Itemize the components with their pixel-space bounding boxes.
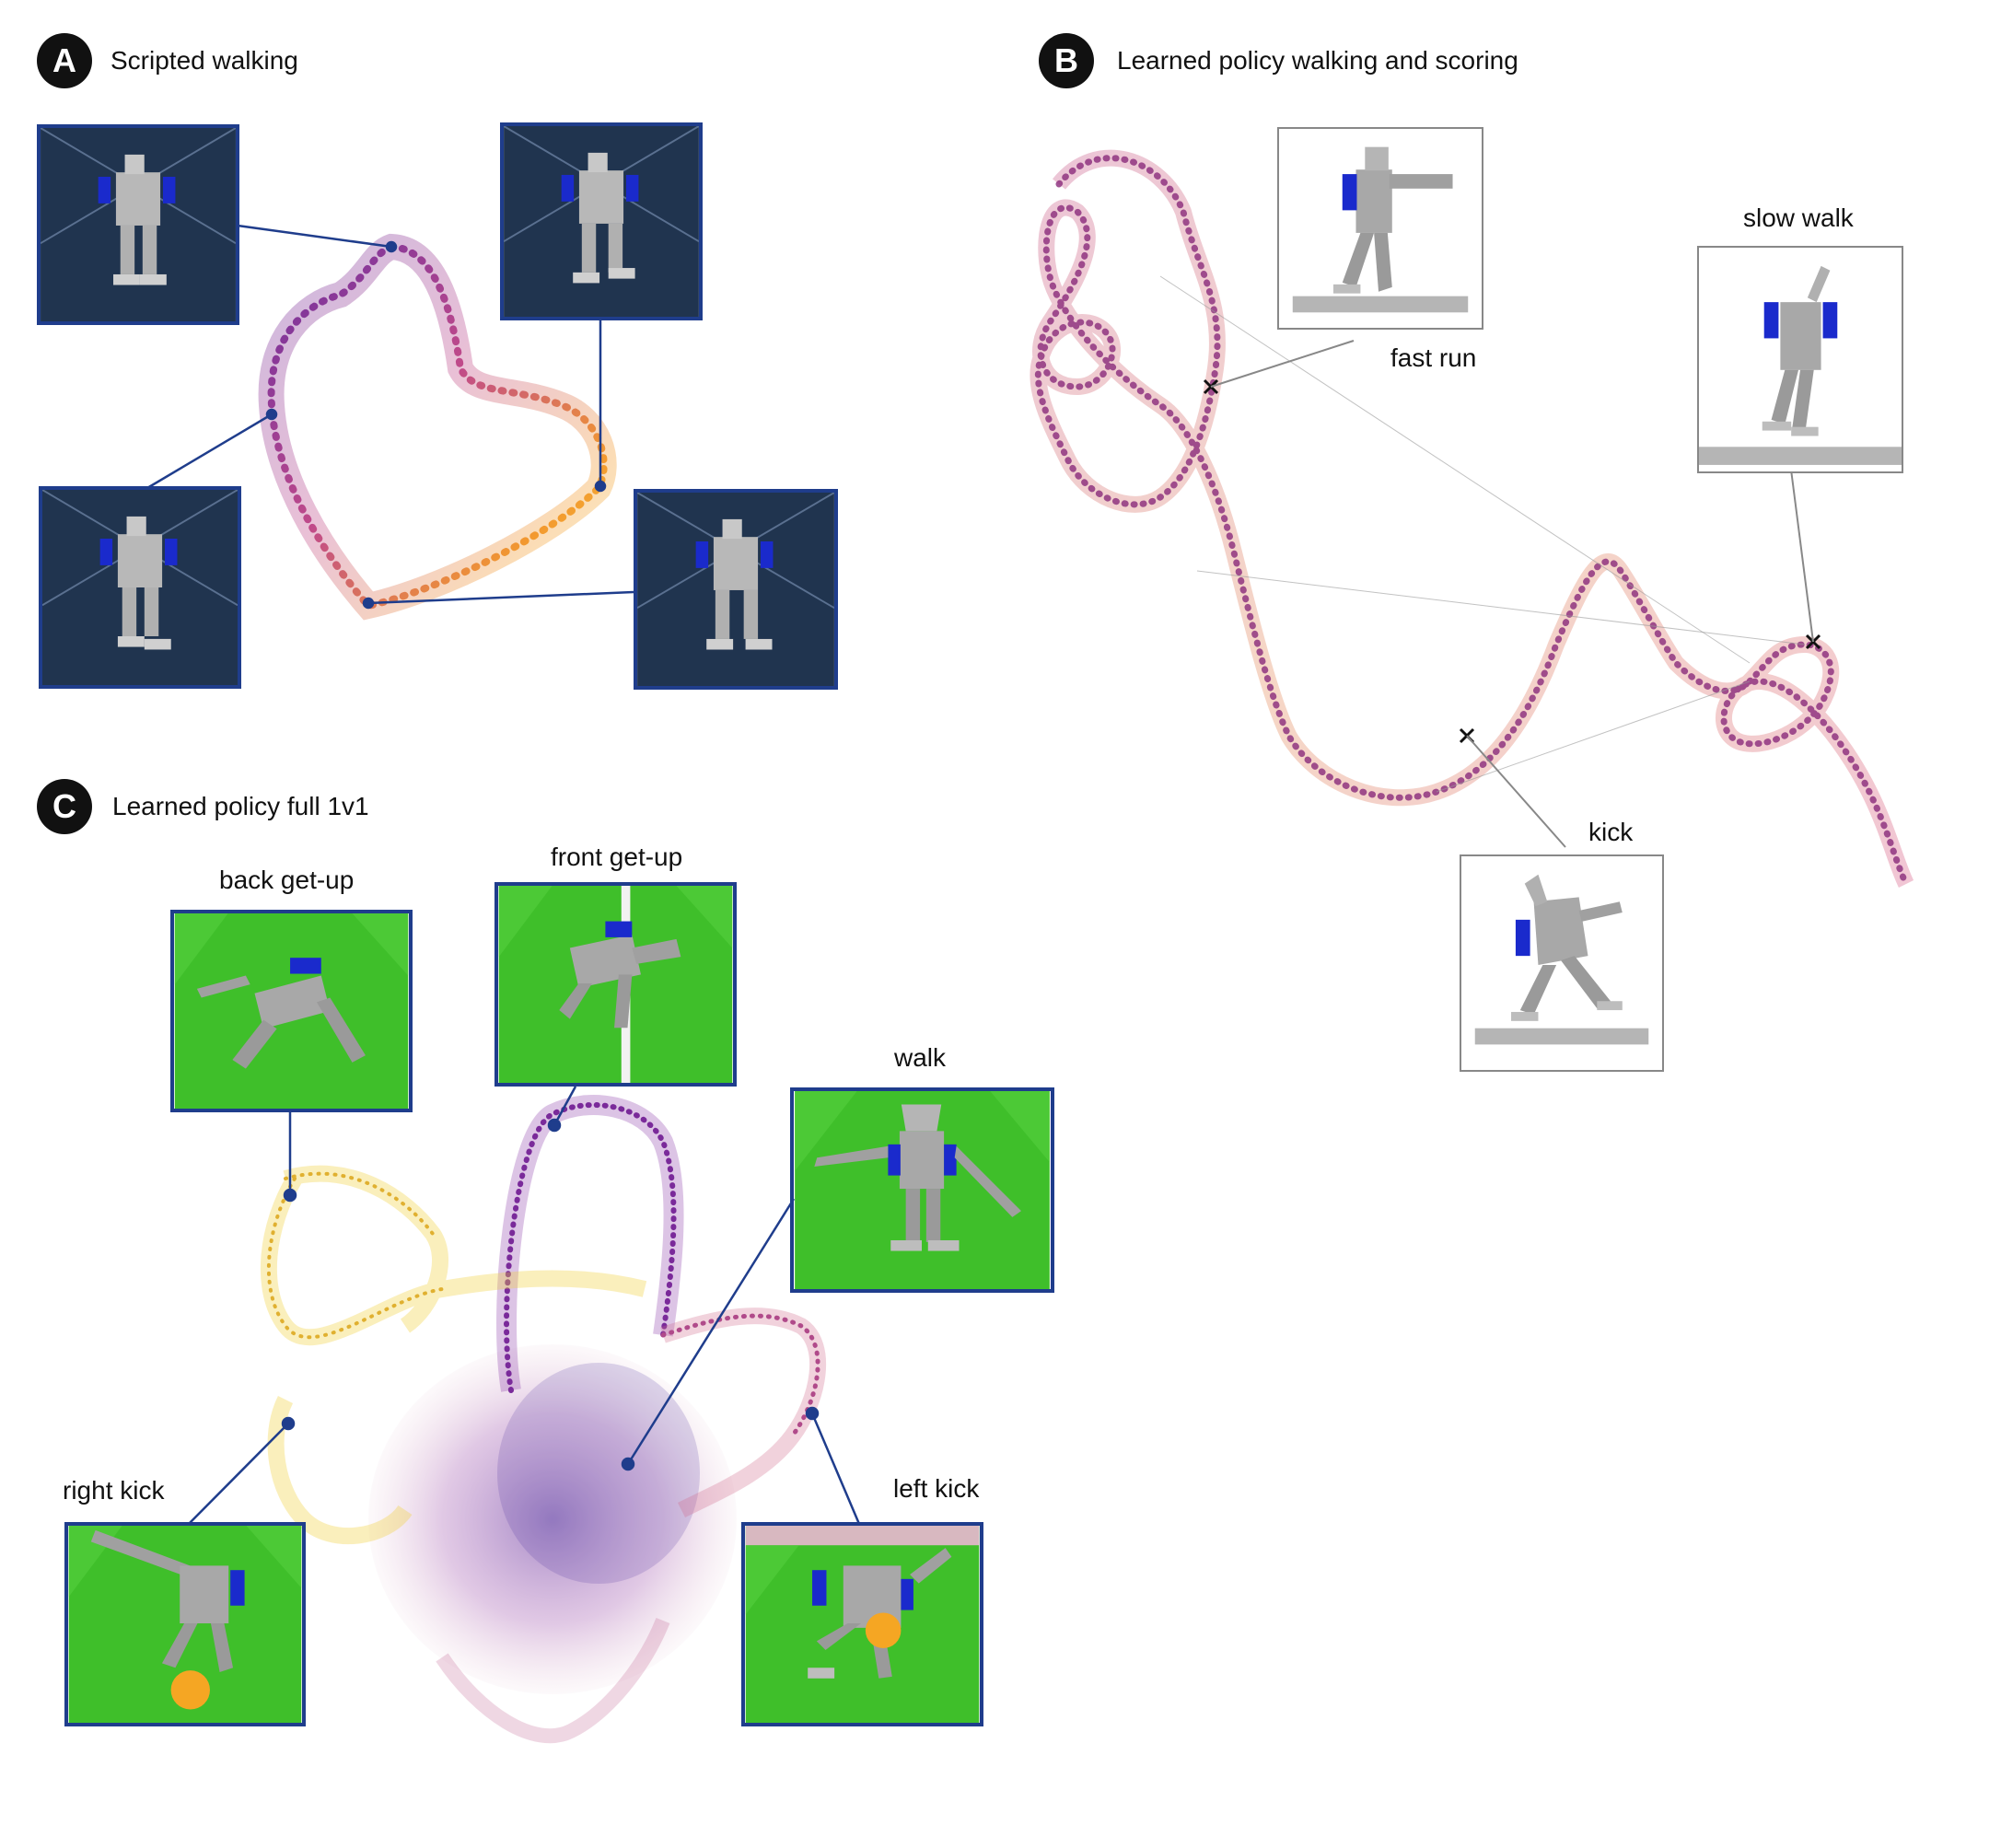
panel-a-trajectory (258, 233, 617, 621)
panel-c-trajectory (260, 1095, 827, 1744)
ball-icon (170, 1670, 210, 1710)
front-getup-label: front get-up (551, 843, 683, 871)
robot-getup-icon (174, 913, 409, 1109)
robot-walking-icon (1699, 248, 1902, 471)
panel-b-thumbnail-kick (1460, 854, 1664, 1072)
panel-c-thumbnail-back-getup (170, 910, 413, 1112)
panel-c-title: Learned policy full 1v1 (112, 792, 369, 820)
slow-walk-label: slow walk (1743, 203, 1854, 232)
robot-standing-icon (41, 128, 236, 321)
robot-kicking-icon (745, 1526, 980, 1723)
panel-c-thumbnail-left-kick (741, 1522, 983, 1726)
panel-c-thumbnail-walk (790, 1087, 1054, 1293)
robot-standing-icon (637, 493, 834, 686)
robot-kicking-icon (68, 1526, 302, 1723)
ball-icon (865, 1612, 902, 1649)
panel-a-connectors (146, 224, 634, 610)
right-kick-label: right kick (63, 1476, 165, 1505)
robot-standing-icon (42, 490, 238, 685)
robot-standing-icon (504, 126, 699, 317)
panel-a-thumbnail-3 (39, 486, 241, 689)
robot-getup-icon (498, 886, 733, 1083)
panel-a-thumbnail-2 (500, 122, 703, 320)
panel-b-title: Learned policy walking and scoring (1117, 46, 1518, 75)
panel-c-connectors (188, 1086, 861, 1525)
kick-label: kick (1588, 818, 1634, 846)
panel-a-title: Scripted walking (111, 46, 298, 75)
panel-c-thumbnail-right-kick (64, 1522, 306, 1726)
left-kick-label: left kick (893, 1474, 980, 1503)
robot-running-icon (1279, 129, 1482, 328)
panel-b-badge: B (1039, 33, 1094, 88)
panel-a-thumbnail-4 (634, 489, 838, 690)
panel-b-trajectory (1030, 149, 1914, 889)
panel-b-thumbnail-fast-run (1277, 127, 1483, 330)
back-getup-label: back get-up (219, 866, 355, 894)
panel-b-connectors (1210, 340, 1814, 848)
panel-a-thumbnail-1 (37, 124, 239, 325)
fast-run-label: fast run (1390, 343, 1477, 372)
panel-b-thumbnail-slow-walk (1697, 246, 1903, 473)
panel-c-badge: C (37, 779, 92, 834)
robot-walking-icon (795, 1091, 1050, 1289)
walk-label: walk (894, 1043, 947, 1072)
panel-c-thumbnail-front-getup (494, 882, 737, 1087)
panel-a-badge: A (37, 33, 92, 88)
robot-kicking-icon (1461, 856, 1662, 1070)
